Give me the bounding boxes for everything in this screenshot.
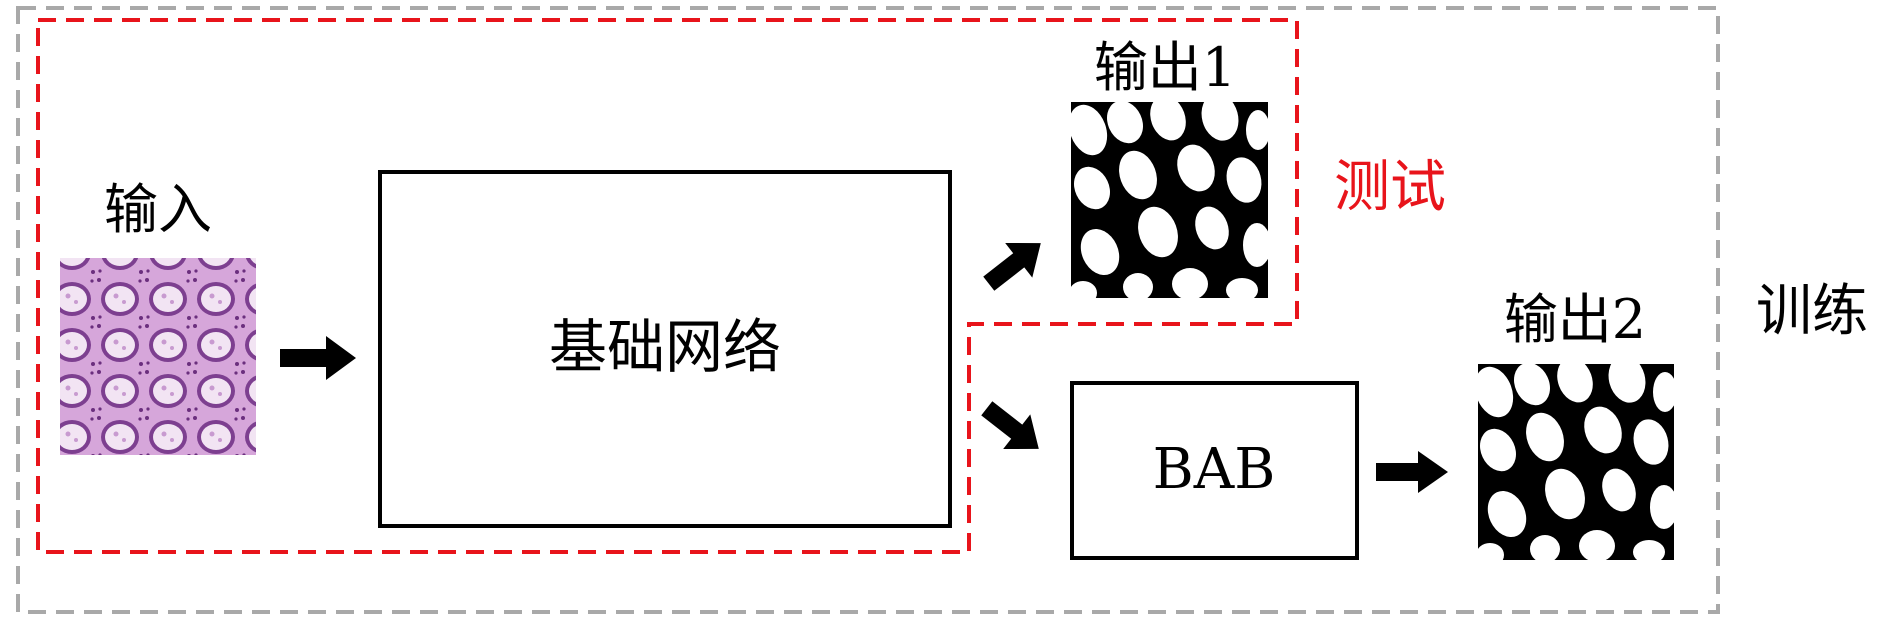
test-region-border bbox=[36, 18, 1299, 554]
train-label: 训练 bbox=[1756, 279, 1868, 344]
output1-label: 输出1 bbox=[1094, 36, 1236, 99]
training-region-border bbox=[16, 6, 1720, 614]
arrow-backbone-to-bab bbox=[981, 401, 1039, 450]
bab-label: BAB bbox=[1153, 437, 1276, 502]
arrow-bab-to-output2 bbox=[1376, 451, 1448, 493]
backbone-box bbox=[378, 170, 952, 528]
test-label: 测试 bbox=[1334, 155, 1446, 220]
bab-box bbox=[1070, 381, 1359, 560]
arrow-input-to-backbone bbox=[280, 336, 356, 380]
output2-mask-image bbox=[1478, 364, 1674, 560]
arrow-backbone-to-output1 bbox=[983, 242, 1041, 291]
output1-mask-image bbox=[1071, 102, 1268, 298]
output2-label: 输出2 bbox=[1504, 288, 1646, 351]
backbone-label: 基础网络 bbox=[549, 313, 781, 381]
input-tissue-image bbox=[60, 258, 256, 455]
input-label: 输入 bbox=[104, 178, 212, 241]
